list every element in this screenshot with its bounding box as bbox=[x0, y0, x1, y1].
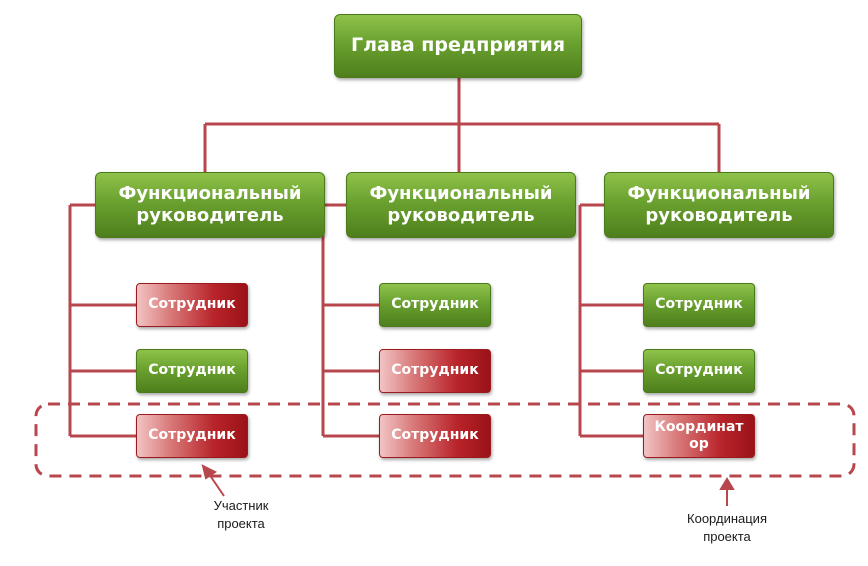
employee-label-2-1: Сотрудник bbox=[391, 296, 479, 313]
employee-box-1-1: Сотрудник bbox=[136, 283, 248, 327]
employee-box-3-2: Сотрудник bbox=[643, 349, 755, 393]
employee-label-2-2: Сотрудник bbox=[391, 362, 479, 379]
employee-box-1-2: Сотрудник bbox=[136, 349, 248, 393]
head-label: Глава предприятия bbox=[350, 34, 566, 57]
arrow-participant-head bbox=[201, 464, 217, 480]
employee-label-2-3: Сотрудник bbox=[391, 427, 479, 444]
employee-label-1-3: Сотрудник bbox=[148, 427, 236, 444]
coordinator-label: Координат ор bbox=[654, 418, 744, 453]
employee-box-2-2: Сотрудник bbox=[379, 349, 491, 393]
manager-box-3: Функциональный руководитель bbox=[604, 172, 834, 238]
employee-label-1-1: Сотрудник bbox=[148, 296, 236, 313]
manager-box-2: Функциональный руководитель bbox=[346, 172, 576, 238]
annotation-participant: Участник проекта bbox=[196, 497, 286, 532]
manager-label-2: Функциональный руководитель bbox=[369, 182, 553, 227]
annotation-participant-text: Участник проекта bbox=[213, 498, 269, 531]
employee-box-3-1: Сотрудник bbox=[643, 283, 755, 327]
employee-label-1-2: Сотрудник bbox=[148, 362, 236, 379]
employee-box-2-3: Сотрудник bbox=[379, 414, 491, 458]
annotation-coordination-text: Координация проекта bbox=[687, 511, 767, 544]
employee-box-1-3: Сотрудник bbox=[136, 414, 248, 458]
annotation-coordination: Координация проекта bbox=[664, 510, 790, 545]
employee-label-3-2: Сотрудник bbox=[655, 362, 743, 379]
manager-label-1: Функциональный руководитель bbox=[118, 182, 302, 227]
coordinator-box: Координат ор bbox=[643, 414, 755, 458]
manager-box-1: Функциональный руководитель bbox=[95, 172, 325, 238]
head-box: Глава предприятия bbox=[334, 14, 582, 78]
arrow-coordination-head bbox=[719, 477, 735, 490]
manager-label-3: Функциональный руководитель bbox=[627, 182, 811, 227]
employee-box-2-1: Сотрудник bbox=[379, 283, 491, 327]
employee-label-3-1: Сотрудник bbox=[655, 296, 743, 313]
